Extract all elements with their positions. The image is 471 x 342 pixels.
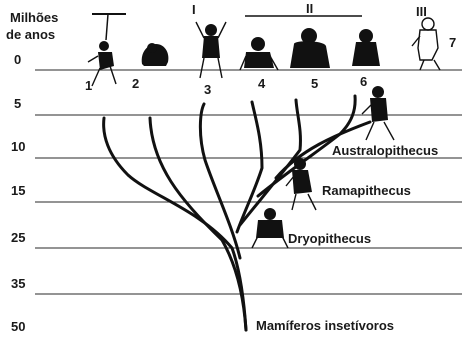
group-label-i: I — [192, 2, 196, 17]
gorilla-silhouette-5 — [290, 28, 330, 68]
time-tick-5: 5 — [14, 96, 21, 111]
time-tick-35: 35 — [11, 276, 25, 291]
lineage-number-7: 7 — [449, 35, 456, 50]
gibbon-silhouette-1 — [88, 14, 126, 86]
lineage-number-1: 1 — [85, 78, 92, 93]
genus-label-ramapithecus: Ramapithecus — [322, 183, 411, 198]
genus-label-dryopithecus: Dryopithecus — [288, 231, 371, 246]
root-label: Mamíferos insetívoros — [256, 318, 394, 333]
orangutan-silhouette-4 — [240, 37, 278, 70]
time-tick-0: 0 — [14, 52, 21, 67]
lineage-number-6: 6 — [360, 74, 367, 89]
monkey-silhouette-2 — [142, 43, 169, 66]
lineage-number-2: 2 — [132, 76, 139, 91]
human-silhouette-7 — [412, 18, 440, 70]
time-tick-50: 50 — [11, 319, 25, 334]
group-label-ii: II — [306, 1, 313, 16]
phylogeny-branches — [104, 96, 370, 330]
group-label-iii: III — [416, 4, 427, 19]
time-tick-25: 25 — [11, 230, 25, 245]
branch-lineage-2 — [150, 118, 246, 330]
chimpanzee-silhouette-6 — [352, 29, 380, 66]
time-tick-15: 15 — [11, 183, 25, 198]
axis-title-line2: de anos — [6, 27, 55, 42]
branch-lineage-1 — [104, 118, 246, 330]
lineage-number-4: 4 — [258, 76, 266, 91]
time-tick-10: 10 — [11, 139, 25, 154]
dryopithecus-silhouette — [252, 208, 288, 248]
australopithecus-silhouette — [362, 86, 394, 140]
lineage-number-3: 3 — [204, 82, 211, 97]
axis-title-line1: Milhões — [10, 10, 58, 25]
genus-label-australopithecus: Australopithecus — [332, 143, 438, 158]
lineage-number-5: 5 — [311, 76, 318, 91]
